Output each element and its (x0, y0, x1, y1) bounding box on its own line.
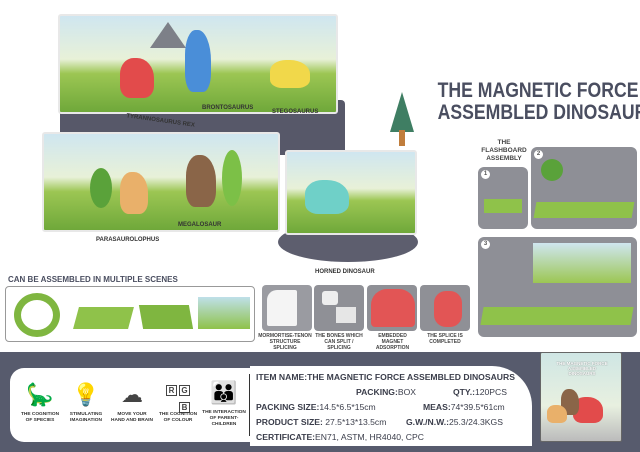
label: CERTIFICATE: (256, 432, 316, 442)
label-stegosaurus: STEGOSAURUS (272, 109, 319, 115)
title-line-2: ASSEMBLED DINOSAURS (437, 101, 640, 124)
parent-child-icon: 👪 (210, 380, 238, 405)
step-number: 3 (481, 240, 490, 249)
horned-dinosaur-figure (305, 180, 349, 214)
scenes-heading: CAN BE ASSEMBLED IN MULTIPLE SCENES (8, 275, 178, 284)
label: QTY.: (453, 387, 475, 397)
box-dino-teal (547, 405, 567, 423)
packing: BOX (397, 387, 417, 397)
label: PACKING SIZE: (256, 402, 320, 412)
label-brontosaurus: BRONTOSAURUS (202, 105, 254, 111)
label: PRODUCT SIZE: (256, 417, 323, 427)
tree (90, 168, 112, 208)
caption-magnet: EMBEDDED MAGNET ADSORPTION (375, 333, 410, 351)
rgb-letter: B (179, 402, 190, 413)
megalosaur-figure (186, 155, 216, 207)
item-name: THE MAGNETIC FORCE ASSEMBLED DINOSAURS (307, 372, 515, 382)
label: ITEM NAME: (256, 372, 308, 382)
brontosaurus-figure (185, 30, 211, 92)
dinosaur-icon: 🦕 (26, 382, 54, 407)
assembly-heading: THE FLASHBOARD ASSEMBLY (481, 139, 527, 162)
feature-imagination: 💡 STIMULATING IMAGINATION (64, 378, 108, 424)
label: G.W./N.W.: (406, 417, 449, 427)
caption-tenon: MORMORTISE-TENON STRUCTURE SPLICING (258, 333, 312, 351)
pine-tree (390, 92, 414, 132)
box-title: THE MAGNETIC FORCE ASSEMBLED DINOSAURS (556, 361, 608, 376)
item-name-row: ITEM NAME:THE MAGNETIC FORCE ASSEMBLED D… (256, 370, 526, 385)
parasaurolophus-figure (120, 172, 148, 214)
scene-variant (138, 305, 194, 329)
scene-hexagon (14, 293, 60, 337)
packing-row: PACKING:BOX QTY.:120PCS (256, 385, 526, 400)
scenes-strip (5, 286, 255, 342)
detail-bones (314, 285, 364, 331)
caption-bones: THE BONES WHICH CAN SPLIT / SPLICING (315, 333, 363, 351)
trex-figure (120, 58, 154, 98)
feature-species: 🦕 THE COGNITION OF SPECIES (18, 378, 62, 424)
label-megalosaur: MEGALOSAUR (178, 222, 222, 228)
label-parasaurolophus: PARASAUROLOPHUS (96, 237, 160, 243)
product-size: 27.5*13*13.5cm (325, 417, 387, 427)
assembly-step-1: 1 (478, 167, 528, 229)
scene-variant (198, 297, 250, 329)
packing-size: 14.5*6.5*15cm (319, 402, 376, 412)
mountain (150, 22, 186, 48)
horned-scene-panel (285, 150, 417, 235)
feature-label: STIMULATING IMAGINATION (69, 412, 103, 423)
feature-hand-brain: ☁ MOVE YOUR HAND AND BRAIN (110, 378, 154, 424)
product-row: PRODUCT SIZE: 27.5*13*13.5cm G.W./N.W.:25… (256, 415, 526, 430)
pine-trunk (399, 130, 405, 146)
label-horned-dinosaur: HORNED DINOSAUR (315, 269, 375, 275)
assembly-step-2: 2 (531, 147, 637, 229)
qty: 120PCS (474, 387, 507, 397)
step-board (484, 199, 522, 213)
lower-scene-panel (42, 132, 280, 232)
lightbulb-icon: 💡 (72, 382, 100, 407)
feature-label: THE INTERACTION OF PARENT-CHILDREN (202, 410, 246, 427)
label: PACKING: (356, 387, 398, 397)
step-board (533, 202, 635, 218)
features-panel (10, 368, 250, 442)
stegosaurus-figure (270, 60, 310, 88)
detail-magnet (367, 285, 417, 331)
size-row: PACKING SIZE:14.5*6.5*15cm MEAS:74*39.5*6… (256, 400, 526, 415)
label: MEAS: (423, 402, 451, 412)
detail-tenon (262, 285, 312, 331)
feature-label: THE COGNITION OF SPECIES (20, 412, 60, 423)
rgb-letter: G (179, 385, 190, 396)
feature-parent-child: 👪 THE INTERACTION OF PARENT-CHILDREN (202, 376, 246, 428)
feature-label: THE COGNITION OF COLOUR (158, 412, 198, 423)
title-line-1: THE MAGNETIC FORCE (437, 79, 639, 102)
specs: ITEM NAME:THE MAGNETIC FORCE ASSEMBLED D… (256, 370, 526, 445)
feature-label: MOVE YOUR HAND AND BRAIN (111, 412, 153, 423)
step-scene (533, 243, 631, 283)
step-number: 1 (481, 170, 490, 179)
rgb-letter: R (166, 385, 177, 396)
detail-completed (420, 285, 470, 331)
scene-variant (73, 307, 134, 329)
weight: 25.3/24.3KGS (448, 417, 503, 427)
cert-row: CERTIFICATE:EN71, ASTM, HR4040, CPC (256, 430, 526, 445)
assembly-step-3: 3 (478, 237, 637, 337)
specs-panel (250, 366, 532, 446)
certificate: EN71, ASTM, HR4040, CPC (315, 432, 424, 442)
step-board (480, 307, 634, 325)
caption-completed: THE SPLICE IS COMPLETED (427, 333, 463, 345)
brain-icon: ☁ (121, 382, 143, 407)
package-box: THE MAGNETIC FORCE ASSEMBLED DINOSAURS (540, 352, 622, 442)
tree (541, 159, 563, 181)
divider (249, 374, 250, 436)
step-number: 2 (534, 150, 543, 159)
tree (222, 150, 242, 206)
meas: 74*39.5*61cm (450, 402, 505, 412)
